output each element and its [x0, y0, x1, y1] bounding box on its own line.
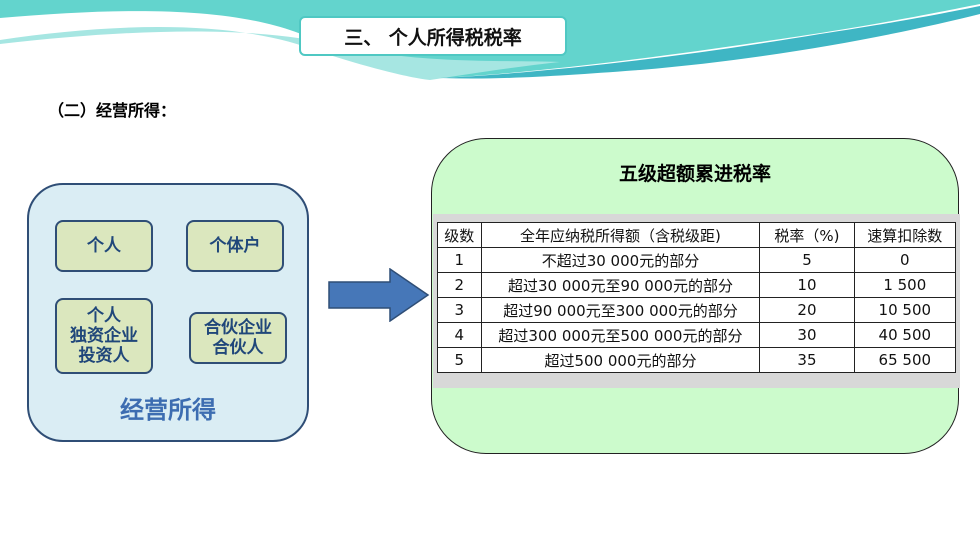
header-cell-income-range: 全年应纳税所得额（含税级距) [480, 222, 761, 248]
cell-income-range: 超过90 000元至300 000元的部分 [480, 297, 761, 323]
table-row: 4 超过300 000元至500 000元的部分 30 40 500 [437, 322, 957, 348]
right-arrow-icon [328, 268, 430, 322]
chip-line: 独资企业 [70, 326, 138, 346]
tax-rate-title: 五级超额累进税率 [618, 163, 771, 185]
chip-line: 投资人 [78, 346, 130, 366]
chip-line: 个人 [87, 306, 121, 326]
income-category-caption: 经营所得 [120, 396, 216, 424]
header-cell-rate: 税率（%) [759, 222, 855, 248]
cell-deduction: 40 500 [853, 322, 957, 348]
table-row: 5 超过500 000元的部分 35 65 500 [437, 347, 957, 373]
table-header-row: 级数 全年应纳税所得额（含税级距) 税率（%) 速算扣除数 [437, 222, 957, 248]
cell-rate: 20 [759, 297, 855, 323]
cell-income-range: 超过30 000元至90 000元的部分 [480, 272, 761, 298]
cell-rate: 30 [759, 322, 855, 348]
cell-deduction: 0 [853, 247, 957, 273]
section-subtitle: （二）经营所得： [48, 101, 177, 120]
chip-line: 个体户 [209, 236, 261, 256]
chip-line: 合伙人 [212, 338, 264, 358]
cell-income-range: 超过500 000元的部分 [480, 347, 761, 373]
header-cell-level: 级数 [437, 222, 482, 248]
cell-level: 1 [437, 247, 482, 273]
cell-deduction: 1 500 [853, 272, 957, 298]
header-title: 三、 个人所得税税率 [299, 16, 567, 56]
cell-deduction: 10 500 [853, 297, 957, 323]
chip-individual-business: 个体户 [186, 220, 284, 272]
cell-income-range: 超过300 000元至500 000元的部分 [480, 322, 761, 348]
chip-sole-proprietor-investor: 个人 独资企业 投资人 [55, 298, 153, 374]
chip-individual: 个人 [55, 220, 153, 272]
tax-rate-table: 级数 全年应纳税所得额（含税级距) 税率（%) 速算扣除数 1 不超过30 00… [437, 222, 957, 373]
tax-rate-table-wrapper: 级数 全年应纳税所得额（含税级距) 税率（%) 速算扣除数 1 不超过30 00… [433, 214, 960, 388]
header-cell-deduction: 速算扣除数 [853, 222, 957, 248]
cell-level: 2 [437, 272, 482, 298]
cell-level: 3 [437, 297, 482, 323]
chip-line: 个人 [87, 236, 121, 256]
table-row: 2 超过30 000元至90 000元的部分 10 1 500 [437, 272, 957, 298]
table-row: 1 不超过30 000元的部分 5 0 [437, 247, 957, 273]
table-row: 3 超过90 000元至300 000元的部分 20 10 500 [437, 297, 957, 323]
cell-level: 5 [437, 347, 482, 373]
cell-income-range: 不超过30 000元的部分 [480, 247, 761, 273]
cell-rate: 10 [759, 272, 855, 298]
cell-deduction: 65 500 [853, 347, 957, 373]
cell-level: 4 [437, 322, 482, 348]
chip-partnership-partner: 合伙企业 合伙人 [189, 312, 287, 364]
income-types-panel: 个人 个体户 个人 独资企业 投资人 合伙企业 合伙人 经营所得 [27, 183, 309, 442]
cell-rate: 5 [759, 247, 855, 273]
cell-rate: 35 [759, 347, 855, 373]
chip-line: 合伙企业 [204, 318, 272, 338]
